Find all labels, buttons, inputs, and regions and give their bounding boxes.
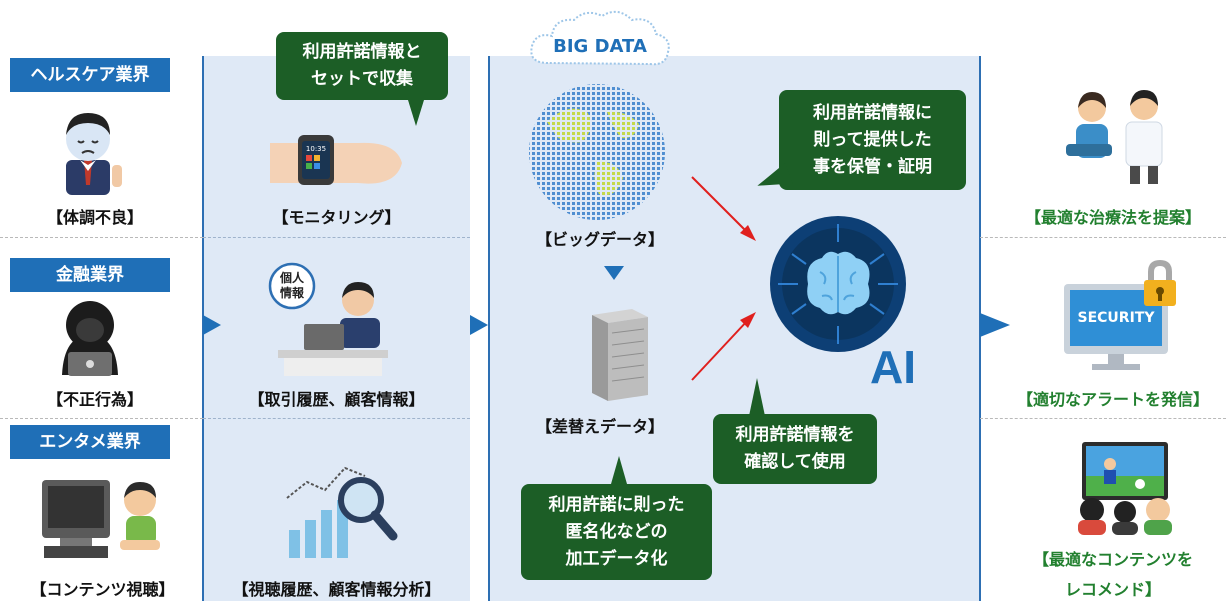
server-icon bbox=[592, 309, 648, 401]
smartwatch-icon: 10:35 bbox=[270, 135, 402, 185]
issue-label-finance: 【不正行為】 bbox=[46, 390, 143, 409]
ai-label: AI bbox=[870, 341, 916, 393]
personal-info-text: 情報 bbox=[280, 285, 305, 300]
analytics-chart-icon bbox=[286, 466, 398, 558]
industry-tag-finance: 金融業界 bbox=[10, 258, 170, 292]
big-data-text: BIG DATA bbox=[553, 36, 647, 57]
down-arrow-icon bbox=[604, 266, 624, 280]
bubble-anonymize: 利用許諾に則った 匿名化などの 加工データ化 bbox=[521, 484, 712, 580]
security-text: SECURITY bbox=[1078, 310, 1156, 326]
personal-info-text: 個人 bbox=[279, 270, 305, 285]
ai-brain-icon bbox=[770, 216, 906, 352]
flow-arrow-icon bbox=[470, 315, 488, 335]
bubble-pointer bbox=[611, 456, 627, 484]
bubble-pointer bbox=[408, 100, 424, 126]
outcome-label-recommend-line2: レコメンド】 bbox=[1064, 580, 1161, 599]
row-separator bbox=[0, 237, 203, 238]
row-separator bbox=[203, 418, 470, 419]
bubble-confirm-use: 利用許諾情報を 確認して使用 bbox=[713, 414, 877, 484]
security-monitor-icon: SECURITY bbox=[1064, 260, 1176, 370]
row-separator bbox=[0, 418, 203, 419]
flow-arrow-icon bbox=[980, 313, 1010, 337]
red-arrow-icon bbox=[691, 176, 756, 241]
divider-line bbox=[488, 56, 490, 601]
data-label-viewing-history: 【視聴履歴、顧客情報分析】 bbox=[232, 580, 441, 599]
row-separator bbox=[980, 237, 1226, 238]
bubble-pointer bbox=[749, 378, 765, 416]
content-viewer-icon bbox=[42, 480, 160, 558]
data-label-monitoring: 【モニタリング】 bbox=[272, 208, 401, 227]
outcome-label-recommend-line1: 【最適なコンテンツを bbox=[1032, 550, 1193, 569]
big-data-label: 【ビッグデータ】 bbox=[535, 230, 664, 249]
outcome-label-treatment: 【最適な治療法を提案】 bbox=[1024, 208, 1201, 227]
doctor-consultation-icon bbox=[1066, 90, 1163, 184]
globe-icon bbox=[529, 84, 665, 220]
industry-tag-entertainment: エンタメ業界 bbox=[10, 425, 170, 459]
sick-person-icon bbox=[66, 113, 122, 195]
data-label-transactions: 【取引履歴、顧客情報】 bbox=[248, 390, 425, 409]
fraud-hacker-icon bbox=[62, 301, 118, 376]
big-data-cloud-icon: BIG DATA bbox=[530, 10, 670, 66]
office-worker-icon: 個人 情報 bbox=[268, 262, 388, 376]
red-arrow-icon bbox=[691, 312, 756, 381]
industry-tag-healthcare: ヘルスケア業界 bbox=[10, 58, 170, 92]
watch-time-text: 10:35 bbox=[306, 145, 326, 153]
bubble-store-certify: 利用許諾情報に 則って提供した 事を保管・証明 bbox=[779, 90, 966, 190]
outcome-label-alert: 【適切なアラートを発信】 bbox=[1016, 390, 1209, 409]
family-watching-tv-icon bbox=[1078, 442, 1172, 535]
row-separator bbox=[980, 418, 1226, 419]
bubble-collect-with-consent: 利用許諾情報と セットで収集 bbox=[276, 32, 448, 100]
substitute-data-label: 【差替えデータ】 bbox=[535, 417, 664, 436]
issue-label-entertainment: 【コンテンツ視聴】 bbox=[30, 580, 175, 599]
flow-arrow-icon bbox=[203, 315, 221, 335]
issue-label-healthcare: 【体調不良】 bbox=[46, 208, 143, 227]
row-separator bbox=[203, 237, 470, 238]
